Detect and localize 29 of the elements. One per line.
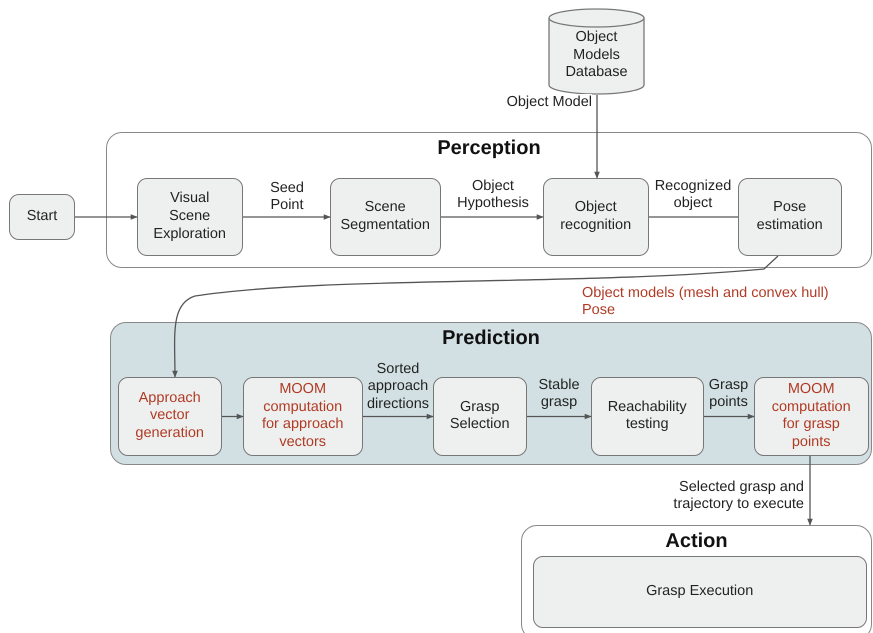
arrow bbox=[243, 214, 331, 220]
process-box: Grasp Execution bbox=[532, 556, 867, 628]
process-box: Visual Scene Exploration bbox=[136, 178, 243, 256]
process-box: Approach vector generation bbox=[118, 376, 222, 456]
process-box: Object recognition bbox=[542, 178, 649, 256]
process-box: Grasp Selection bbox=[432, 376, 527, 456]
stage-title: Prediction bbox=[442, 327, 540, 350]
stage-title: Action bbox=[665, 530, 728, 553]
arrow bbox=[172, 256, 778, 378]
stage-panel bbox=[106, 132, 872, 268]
process-box: MOOM computation for approach vectors bbox=[242, 376, 363, 456]
edge-label: Object Model bbox=[506, 94, 592, 112]
process-box: MOOM computation for grasp points bbox=[754, 376, 869, 456]
arrow bbox=[807, 456, 813, 526]
process-box: Pose estimation bbox=[738, 178, 842, 256]
arrow bbox=[441, 214, 544, 220]
stage-panel bbox=[521, 525, 872, 633]
process-box: Start bbox=[9, 194, 75, 240]
database-label: Object Models Database bbox=[564, 28, 629, 82]
arrow bbox=[222, 414, 244, 420]
stage-title: Perception bbox=[437, 137, 541, 160]
arrow bbox=[704, 414, 755, 420]
arrow bbox=[363, 414, 434, 420]
arrow bbox=[527, 414, 592, 420]
process-box: Reachability testing bbox=[590, 376, 704, 456]
stage-panel bbox=[110, 322, 872, 465]
process-box: Scene Segmentation bbox=[330, 178, 441, 256]
arrow bbox=[75, 214, 138, 220]
arrow bbox=[594, 95, 600, 179]
